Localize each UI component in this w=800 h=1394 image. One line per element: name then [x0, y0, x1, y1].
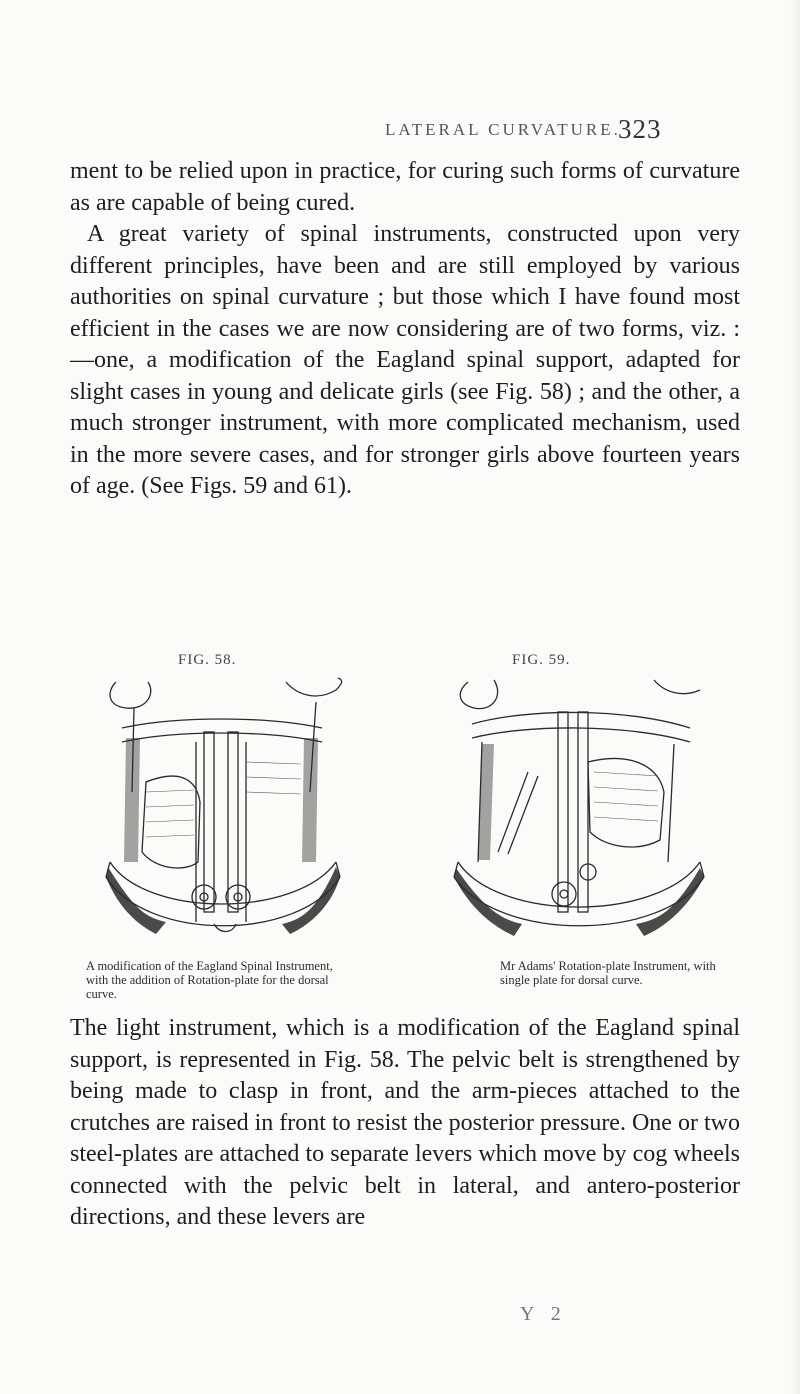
page-number: 323 [618, 114, 662, 144]
paragraph-light-instrument: The light instrument, which is a modific… [70, 1015, 740, 1230]
figure-58-illustration [86, 672, 354, 990]
figure-59-label: FIG. 59. [512, 652, 571, 668]
running-title: LATERAL CURVATURE. [385, 120, 621, 139]
rotation-plate-engraving [453, 679, 705, 936]
signature-mark: Y 2 [520, 1303, 567, 1325]
paragraph-continuation: ment to be relied upon in practice, for … [70, 158, 740, 216]
figure-58-label: FIG. 58. [178, 652, 237, 668]
figure-59-illustration [438, 672, 708, 964]
running-head: LATERAL CURVATURE. 323 [0, 114, 800, 148]
paragraph-instruments: A great variety of spinal instruments, c… [70, 221, 740, 499]
page-edge-shadow [790, 0, 800, 1394]
figure-59-caption: Mr Adams' Rotation-plate Instrument, wit… [500, 959, 716, 987]
figure-58-caption: A modification of the Eagland Spinal Ins… [86, 959, 333, 1001]
spinal-support-engraving [105, 677, 343, 934]
